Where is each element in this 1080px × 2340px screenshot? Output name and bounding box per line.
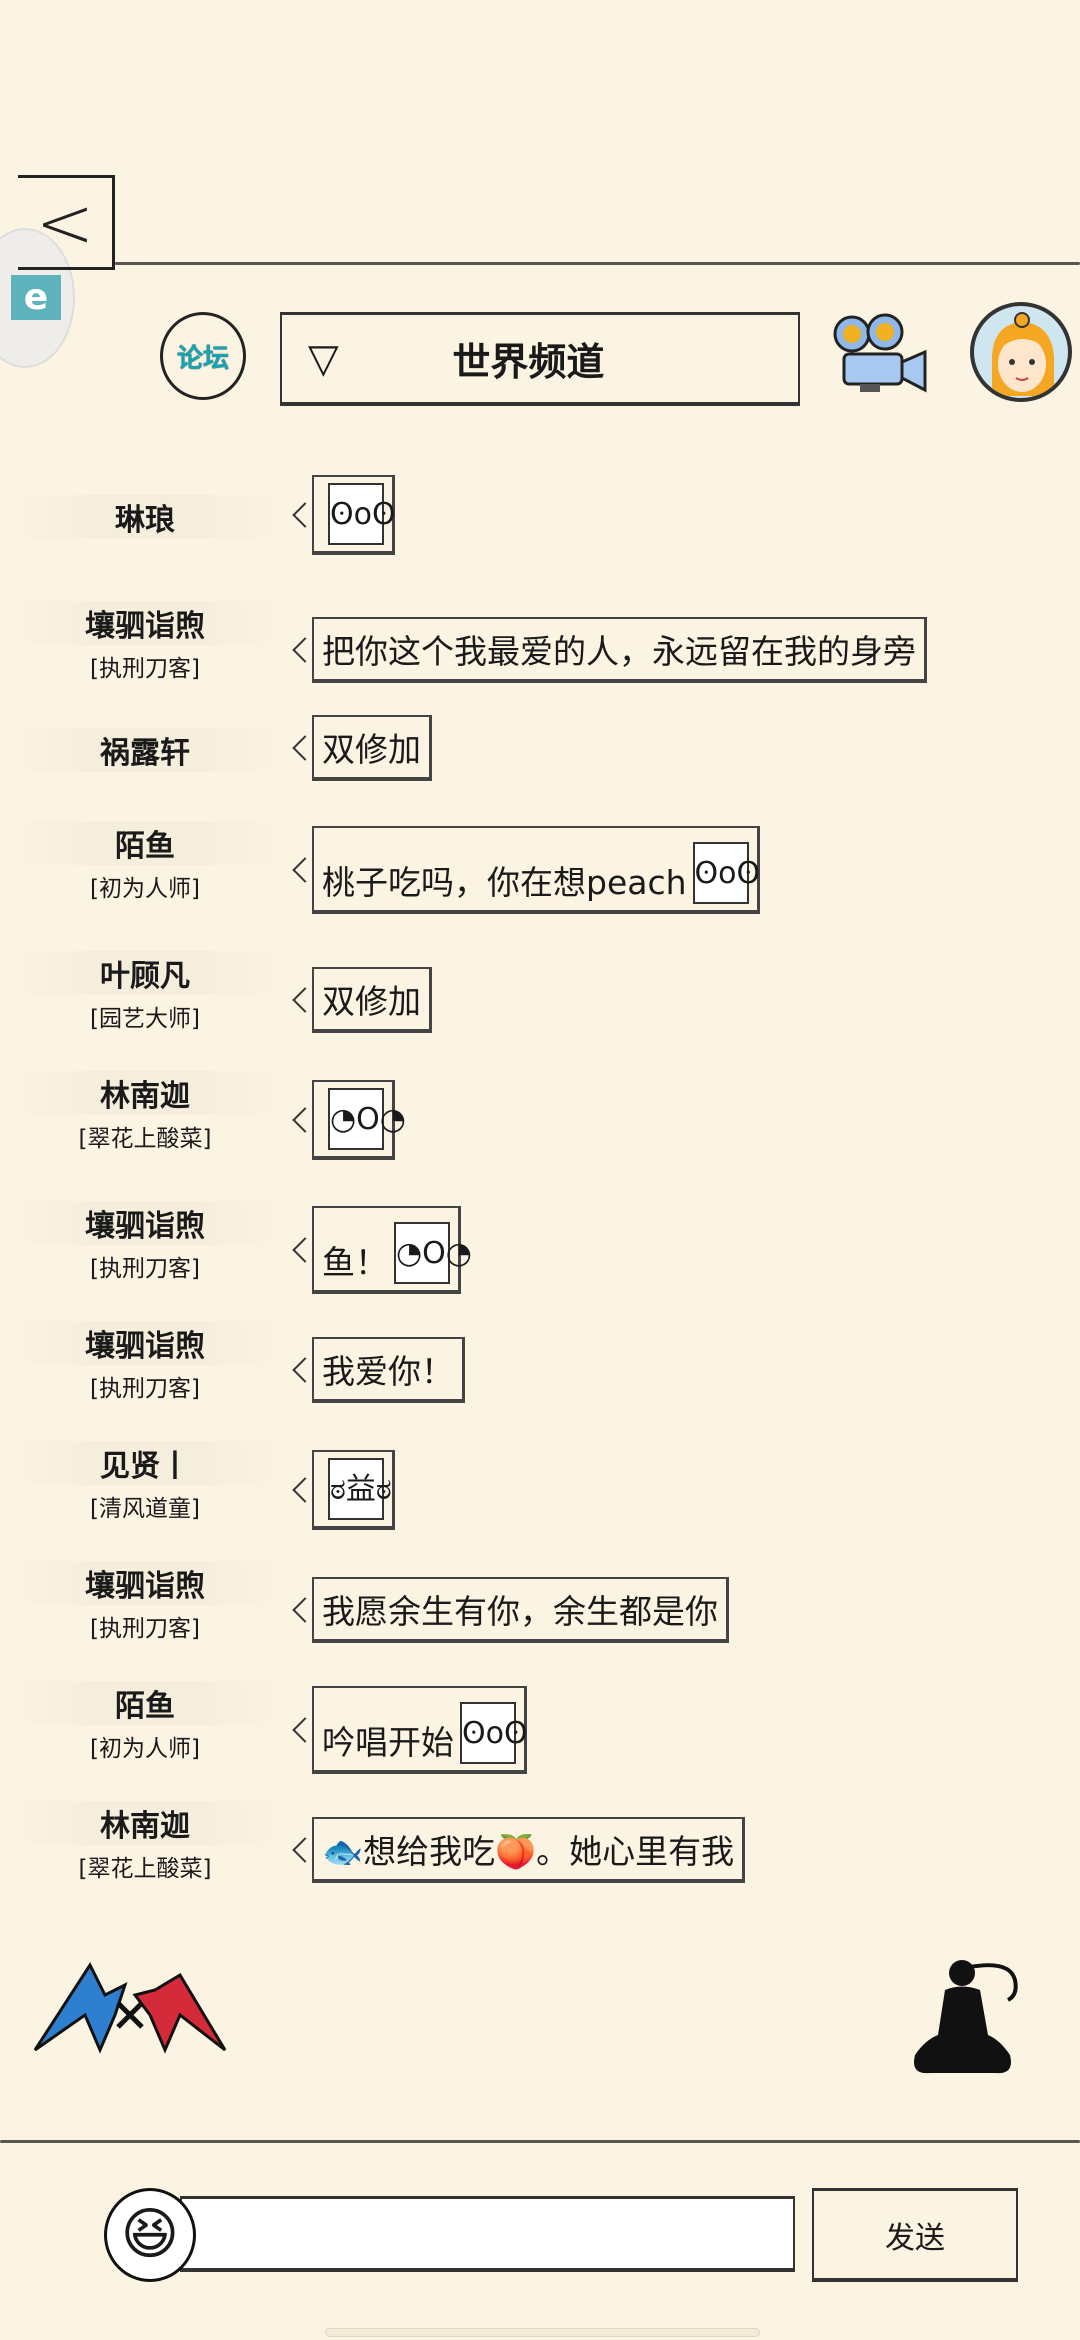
sender-name[interactable]: 叶顾凡	[10, 951, 280, 995]
shocked-face-sticker-icon[interactable]: ◔O◔	[328, 1088, 406, 1150]
surprised-face-sticker-icon[interactable]: ʘoʘ	[460, 1702, 528, 1764]
chevron-left-icon: <	[35, 181, 95, 264]
send-button[interactable]: 发送	[812, 2188, 1018, 2282]
back-button[interactable]: <	[18, 175, 115, 270]
floating-badge: e	[11, 275, 61, 320]
sender-name[interactable]: 林南迦	[10, 1801, 280, 1845]
sender-name[interactable]: 壤驷诣煦	[10, 601, 280, 645]
sender-name[interactable]: 见贤丨	[10, 1441, 280, 1485]
sender-name[interactable]: 陌鱼	[10, 821, 280, 865]
message-text: 吟唱开始	[322, 1723, 454, 1762]
divider	[115, 262, 1080, 265]
message-text: 鱼！	[322, 1243, 388, 1282]
emoji-button[interactable]: 😆	[104, 2188, 196, 2282]
message-text: 把你这个我最爱的人，永远留在我的身旁	[322, 632, 916, 671]
sender-title: [执刑刀客]	[90, 1376, 200, 1402]
sender-title: [园艺大师]	[90, 1006, 200, 1032]
channel-title: 世界频道	[452, 340, 605, 384]
forum-label: 论坛	[176, 343, 229, 374]
sender-title: [执刑刀客]	[90, 656, 200, 682]
user-avatar[interactable]	[970, 302, 1072, 402]
message-bubble[interactable]: 我爱你！	[312, 1337, 465, 1403]
video-camera-icon[interactable]	[830, 312, 930, 402]
home-indicator[interactable]	[325, 2328, 760, 2337]
message-bubble[interactable]: ◔O◔	[312, 1080, 406, 1160]
message-text: 我愿余生有你，余生都是你	[322, 1592, 718, 1631]
message-text: 双修加	[322, 982, 421, 1021]
surprised-face-sticker-icon[interactable]: ʘoʘ	[328, 483, 396, 545]
message-bubble[interactable]: 把你这个我最爱的人，永远留在我的身旁	[312, 617, 927, 683]
message-text: 桃子吃吗，你在想peach	[322, 863, 687, 902]
message-text: 双修加	[322, 730, 421, 769]
sender-title: [执刑刀客]	[90, 1616, 200, 1642]
angry-face-sticker-icon[interactable]: ಠ益ಠ	[328, 1458, 392, 1520]
message-text: 我爱你！	[322, 1352, 454, 1391]
channel-selector[interactable]: ▽ 世界频道	[280, 312, 800, 406]
sender-name[interactable]: 壤驷诣煦	[10, 1321, 280, 1365]
message-bubble[interactable]: ಠ益ಠ	[312, 1450, 395, 1530]
sender-title: [初为人师]	[90, 876, 200, 902]
sender-title: [清风道童]	[90, 1496, 200, 1522]
message-text: 🐟想给我吃🍑。她心里有我	[322, 1832, 735, 1871]
sender-name[interactable]: 祸露轩	[10, 728, 280, 772]
message-bubble[interactable]: ʘoʘ	[312, 475, 396, 555]
floating-assistant-ball[interactable]: e	[0, 228, 75, 368]
sender-name[interactable]: 陌鱼	[10, 1681, 280, 1725]
message-bubble[interactable]: 我愿余生有你，余生都是你	[312, 1577, 729, 1643]
message-bubble[interactable]: 双修加	[312, 967, 432, 1033]
surprised-face-sticker-icon[interactable]: ʘoʘ	[692, 842, 760, 904]
sender-title: [翠花上酸菜]	[78, 1856, 212, 1882]
sender-title: [翠花上酸菜]	[78, 1126, 212, 1152]
pk-battle-icon[interactable]	[30, 1955, 230, 2055]
sender-name[interactable]: 琳琅	[10, 495, 280, 539]
send-label: 发送	[885, 2220, 945, 2256]
sender-name[interactable]: 林南迦	[10, 1071, 280, 1115]
sender-name[interactable]: 壤驷诣煦	[10, 1201, 280, 1245]
message-bubble[interactable]: 🐟想给我吃🍑。她心里有我	[312, 1817, 746, 1883]
laughing-face-icon: 😆	[120, 2202, 180, 2267]
sender-title: [执刑刀客]	[90, 1256, 200, 1282]
forum-button[interactable]: 论坛	[160, 312, 246, 400]
triangle-down-icon: ▽	[308, 335, 339, 382]
shocked-face-sticker-icon[interactable]: ◔O◔	[394, 1222, 472, 1284]
message-bubble[interactable]: 双修加	[312, 715, 432, 781]
divider	[0, 2140, 1080, 2143]
message-bubble[interactable]: 鱼！◔O◔	[312, 1206, 472, 1294]
meditation-figure-icon[interactable]	[900, 1955, 1035, 2080]
sender-title: [初为人师]	[90, 1736, 200, 1762]
message-input[interactable]	[180, 2196, 795, 2272]
sender-name[interactable]: 壤驷诣煦	[10, 1561, 280, 1605]
